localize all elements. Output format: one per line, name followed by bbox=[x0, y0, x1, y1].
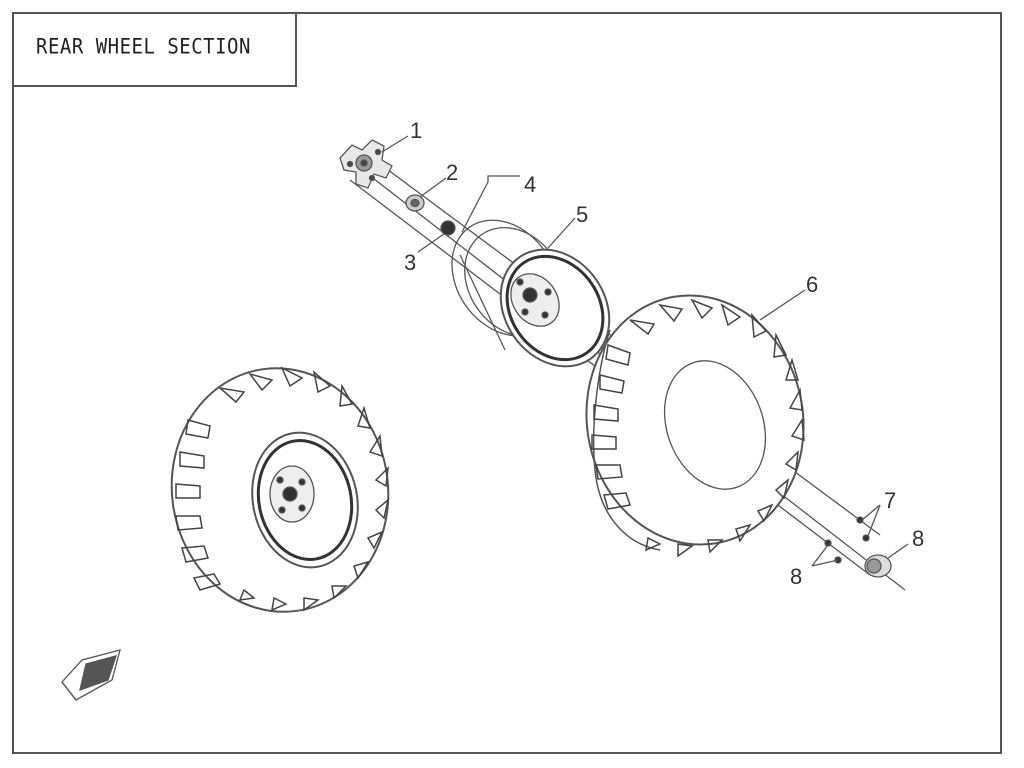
tire-part[interactable] bbox=[567, 278, 823, 562]
callout-8-left: 8 bbox=[790, 564, 802, 589]
lug-nut-part[interactable] bbox=[864, 554, 892, 578]
rim-part[interactable] bbox=[430, 200, 631, 388]
leader-lines bbox=[381, 135, 909, 567]
title-box bbox=[12, 12, 297, 87]
callout-1: 1 bbox=[410, 118, 422, 143]
page-title: REAR WHEEL SECTION bbox=[36, 34, 251, 60]
callout-2: 2 bbox=[446, 160, 458, 185]
nut-part[interactable] bbox=[440, 220, 456, 236]
valve-parts[interactable] bbox=[824, 516, 870, 564]
callout-5: 5 bbox=[576, 202, 588, 227]
callout-3: 3 bbox=[404, 250, 416, 275]
diagram-frame bbox=[12, 12, 1002, 754]
callout-8-right: 8 bbox=[912, 526, 924, 551]
callout-7: 7 bbox=[884, 488, 896, 513]
washer-part[interactable] bbox=[405, 194, 425, 212]
assembled-wheel[interactable] bbox=[156, 354, 404, 626]
callout-6: 6 bbox=[806, 272, 818, 297]
hub-part[interactable] bbox=[339, 139, 393, 189]
front-arrow-icon bbox=[61, 649, 121, 701]
callout-4: 4 bbox=[524, 172, 536, 197]
